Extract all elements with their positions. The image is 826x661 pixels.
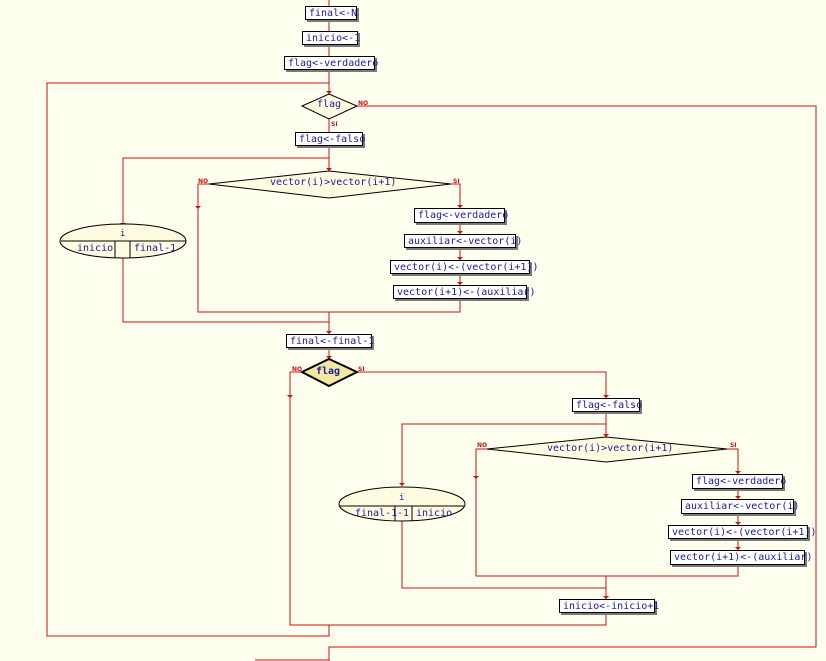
decision-flag-1-shape bbox=[300, 93, 359, 120]
decision-flag-1-label[interactable]: flag bbox=[317, 99, 342, 110]
loop1-end-label: final-1 bbox=[134, 243, 177, 254]
flag-2-yes-tag: SI bbox=[358, 366, 365, 373]
process-flag-true-3[interactable]: flag<-verdadero bbox=[692, 474, 786, 489]
process-inicio-inc[interactable]: inicio<-inicio+1 bbox=[559, 599, 659, 613]
flag-1-yes-tag: SI bbox=[331, 121, 338, 128]
loop2-var-label: i bbox=[399, 493, 405, 503]
decision-flag-2-shape bbox=[299, 357, 360, 388]
process-aux-2[interactable]: auxiliar<-vector(i) bbox=[681, 499, 799, 514]
decision-compare-2-label[interactable]: vector(i)>vector(i+1) bbox=[547, 443, 674, 454]
process-flag-true-1[interactable]: flag<-verdadero bbox=[284, 56, 378, 70]
loop2-step-label: -1 bbox=[397, 508, 410, 519]
process-aux-1[interactable]: auxiliar<-vector(i) bbox=[404, 234, 522, 248]
flag-2-no-tag: NO bbox=[292, 366, 303, 373]
loop2-start-label: final-1 bbox=[355, 508, 398, 519]
process-flag-false-1[interactable]: flag<-falso bbox=[295, 132, 365, 146]
loop1-start-label: inicio bbox=[77, 243, 114, 254]
flag-1-no-tag: NO bbox=[358, 100, 369, 107]
decision-flag-2-label[interactable]: flag bbox=[316, 366, 341, 377]
process-flag-false-2[interactable]: flag<-falso bbox=[572, 398, 642, 412]
decision-compare-1-shape bbox=[208, 170, 452, 199]
compare-2-no-tag: NO bbox=[477, 442, 488, 449]
decision-compare-2-shape bbox=[486, 436, 728, 463]
loop1-var-label: i bbox=[120, 229, 126, 239]
process-inicio-1[interactable]: inicio<-1 bbox=[302, 31, 360, 45]
process-swap-a-1[interactable]: vector(i)<-(vector(i+1)) bbox=[390, 260, 539, 274]
loop2-end-label: inicio bbox=[416, 508, 453, 519]
process-final-dec[interactable]: final<-final-1 bbox=[286, 334, 374, 348]
process-swap-b-2[interactable]: vector(i+1)<-(auxiliar) bbox=[670, 550, 812, 565]
process-swap-a-2[interactable]: vector(i)<-(vector(i+1)) bbox=[668, 525, 817, 539]
compare-1-no-tag: NO bbox=[198, 178, 209, 185]
process-swap-b-1[interactable]: vector(i+1)<-(auxiliar) bbox=[393, 285, 535, 299]
decision-compare-1-label[interactable]: vector(i)>vector(i+1) bbox=[270, 177, 397, 188]
process-flag-true-2[interactable]: flag<-verdadero bbox=[414, 208, 508, 223]
loop2-shape bbox=[338, 486, 466, 522]
process-final-n[interactable]: final<-N bbox=[305, 6, 357, 20]
compare-2-yes-tag: SI bbox=[730, 442, 737, 449]
compare-1-yes-tag: SI bbox=[453, 178, 460, 185]
